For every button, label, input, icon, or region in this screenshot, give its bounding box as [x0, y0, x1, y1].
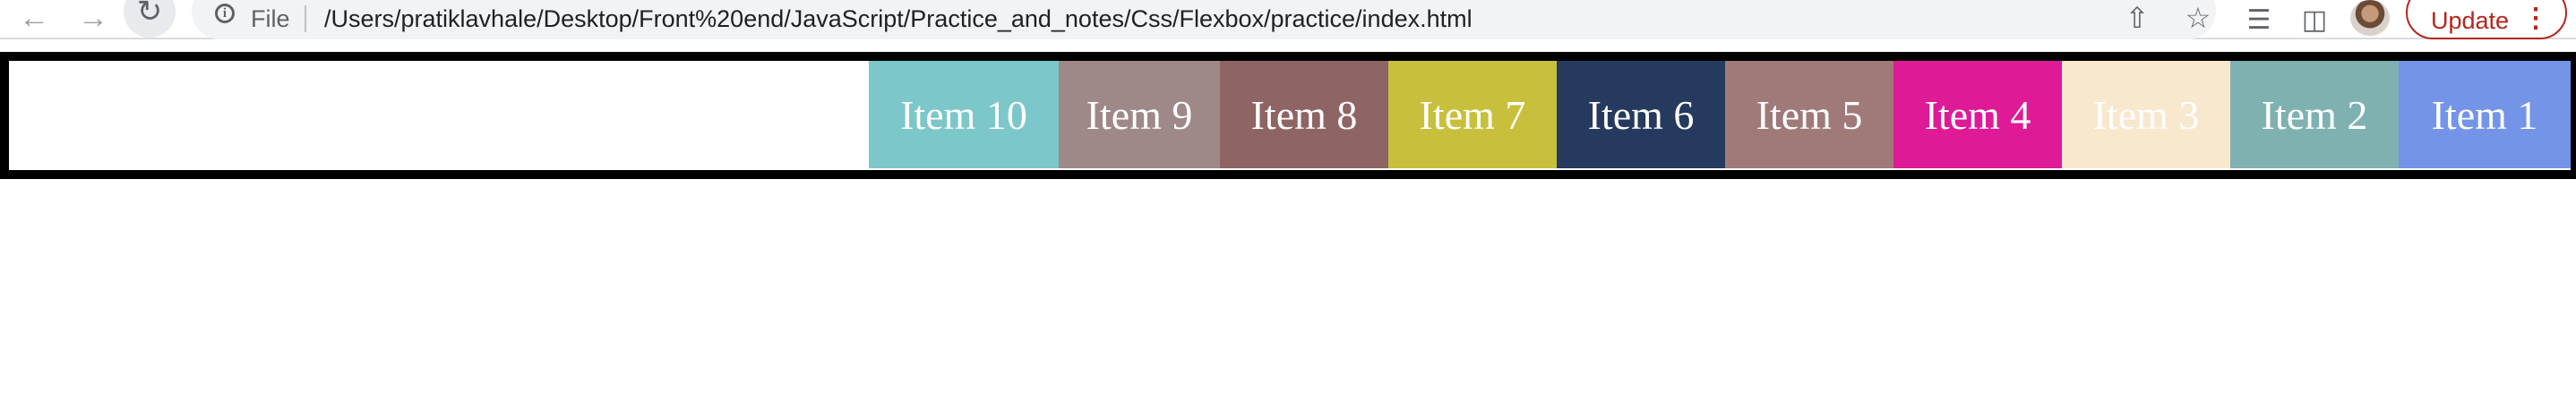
- flex-item: Item 3: [2062, 61, 2230, 168]
- info-icon[interactable]: i: [215, 4, 235, 23]
- flex-item: Item 9: [1059, 61, 1220, 168]
- forward-arrow-icon[interactable]: →: [78, 0, 108, 35]
- flex-item: Item 5: [1725, 61, 1893, 168]
- file-scheme-label: File: [251, 5, 290, 32]
- side-panel-icon[interactable]: ◫: [2301, 4, 2328, 35]
- flex-container: Item 1 Item 2 Item 3 Item 4 Item 5 Item …: [0, 52, 2576, 179]
- address-bar-divider: [305, 5, 306, 32]
- share-icon[interactable]: ⇧: [2125, 2, 2150, 34]
- flex-item: Item 1: [2399, 61, 2571, 168]
- reading-list-icon[interactable]: ☰: [2246, 4, 2271, 35]
- star-icon[interactable]: ☆: [2185, 2, 2211, 34]
- flex-item: Item 2: [2230, 61, 2399, 168]
- reload-icon[interactable]: ↻: [124, 0, 176, 38]
- kebab-menu-icon[interactable]: ⋮: [2522, 4, 2549, 33]
- address-bar[interactable]: i File /Users/pratiklavhale/Desktop/Fron…: [192, 0, 2216, 39]
- flex-item: Item 6: [1557, 61, 1725, 168]
- flex-item: Item 4: [1893, 61, 2062, 168]
- flex-item: Item 7: [1388, 61, 1557, 168]
- back-arrow-icon[interactable]: ←: [19, 0, 49, 35]
- profile-avatar[interactable]: [2350, 0, 2390, 36]
- update-label: Update: [2431, 7, 2510, 34]
- browser-toolbar: ← → ↻ i File /Users/pratiklavhale/Deskto…: [0, 0, 2576, 39]
- flex-item: Item 8: [1220, 61, 1388, 168]
- url-text[interactable]: /Users/pratiklavhale/Desktop/Front%20end…: [324, 5, 1473, 32]
- update-button[interactable]: Update ⋮: [2406, 0, 2567, 39]
- flex-item: Item 10: [869, 61, 1059, 168]
